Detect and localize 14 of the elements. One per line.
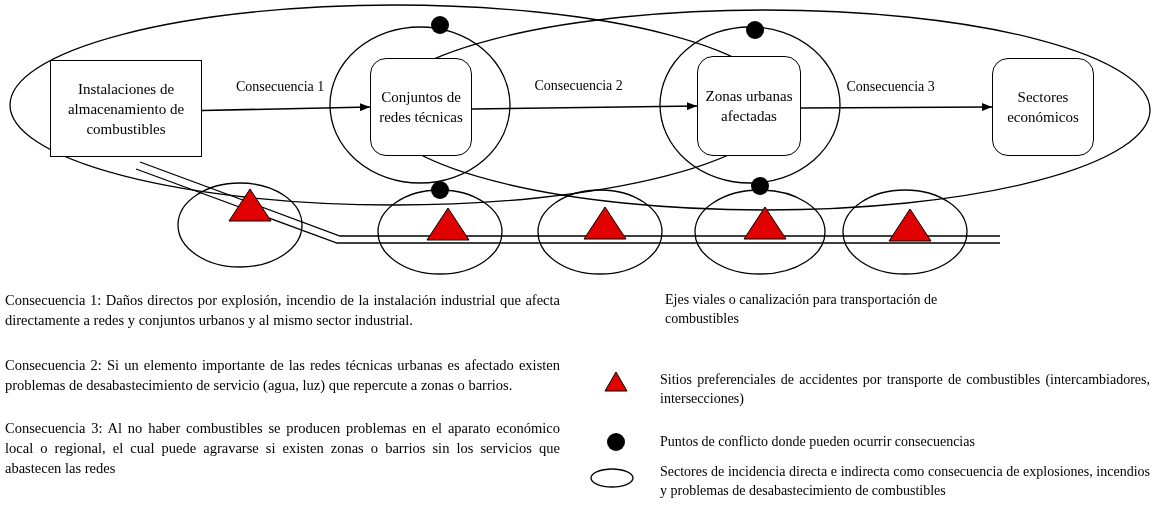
process-box: Instalaciones de almacenamiento de combustibles	[50, 60, 202, 157]
arrow	[800, 103, 993, 112]
legend-text: Sitios preferenciales de accidentes por transporte de combustibles (intercambiadores, intersecciones)	[660, 371, 1150, 408]
note-text: Consecuencia 3: Al no haber combustibles se producen problemas en el aparato económico local o regional, el cual puede agravarse si existen zonas o barrios sin los servicios que abastecen las redes	[5, 419, 560, 478]
rounded-process-box: Zonas urbanas afectadas	[697, 56, 801, 156]
note-text: Consecuencia 1: Daños directos por explosión, incendio de la instalación industrial que afecta directamente a redes y conjuntos urbanos y al mismo sector industrial.	[5, 291, 560, 330]
note-text: Consecuencia 2: Si un elemento importante de las redes técnicas urbanas es afectado existen problemas de desabastecimiento de servicio (agua, luz) que repercute a zonas o barrios.	[5, 356, 560, 395]
legend-text: Ejes viales o canalización para transportación de combustibles	[665, 291, 939, 328]
rounded-process-box: Sectores económicos	[992, 58, 1094, 156]
rounded-process-box: Conjuntos de redes técnicas	[370, 58, 472, 156]
legend-text: Sectores de incidencia directa e indirecta como consecuencia de explosiones, incendios y problemas de desabastecimiento de combustibles	[660, 463, 1150, 500]
arrow	[201, 103, 371, 112]
legend-text: Puntos de conflicto donde pueden ocurrir consecuencias	[660, 433, 976, 451]
arrow	[471, 102, 698, 111]
